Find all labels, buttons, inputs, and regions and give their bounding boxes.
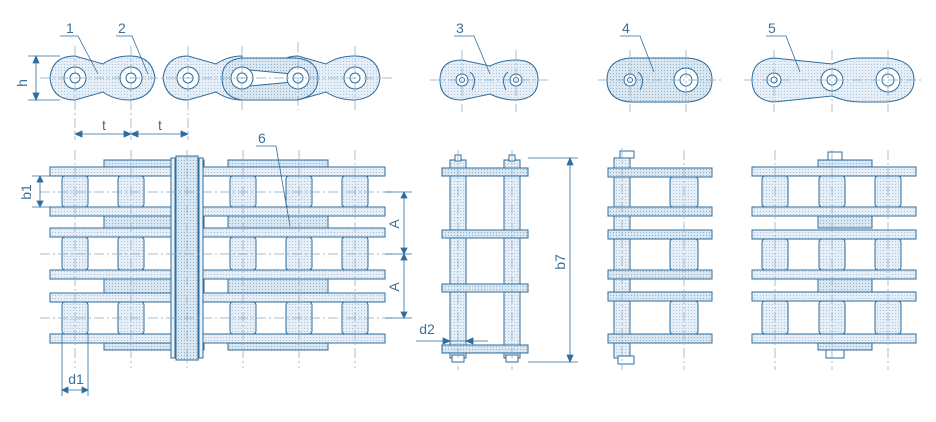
callout-5: 5	[768, 20, 776, 36]
dimension-label-d1: d1	[68, 371, 84, 387]
dimension-label-b7: b7	[552, 254, 568, 270]
callout-1: 1	[66, 20, 74, 36]
callout-4: 4	[622, 20, 630, 36]
callout-3: 3	[456, 20, 464, 36]
callout-6: 6	[258, 130, 266, 146]
side-view-centerlines	[40, 42, 392, 140]
dimension-label-A-1: A	[386, 219, 402, 229]
offset-link-plan-view	[607, 148, 713, 370]
dimension-label-A-2: A	[386, 282, 402, 292]
dimension-h	[28, 54, 60, 102]
dimension-b1	[32, 175, 62, 208]
connecting-link-side-view	[430, 50, 548, 112]
chain-plan-view	[49, 155, 386, 361]
dimension-label-b1: b1	[18, 184, 34, 200]
offset-link-side-view	[598, 50, 722, 112]
dimension-d2	[416, 337, 488, 345]
dimension-label-h: h	[14, 79, 30, 87]
callout-leaders	[60, 35, 801, 227]
callout-2: 2	[118, 20, 126, 36]
dimension-d1	[61, 334, 89, 396]
dimension-b7	[528, 156, 578, 364]
dimension-label-t-1: t	[102, 117, 106, 133]
dimension-A	[385, 191, 412, 319]
plan-view-centerlines	[40, 150, 395, 368]
double-offset-link-side-view	[744, 50, 924, 112]
dimension-t	[73, 130, 190, 138]
double-offset-link-plan-view	[751, 150, 917, 370]
dimension-label-t-2: t	[158, 117, 162, 133]
connecting-link-plan-view	[441, 150, 529, 370]
dimension-label-d2: d2	[419, 321, 435, 337]
